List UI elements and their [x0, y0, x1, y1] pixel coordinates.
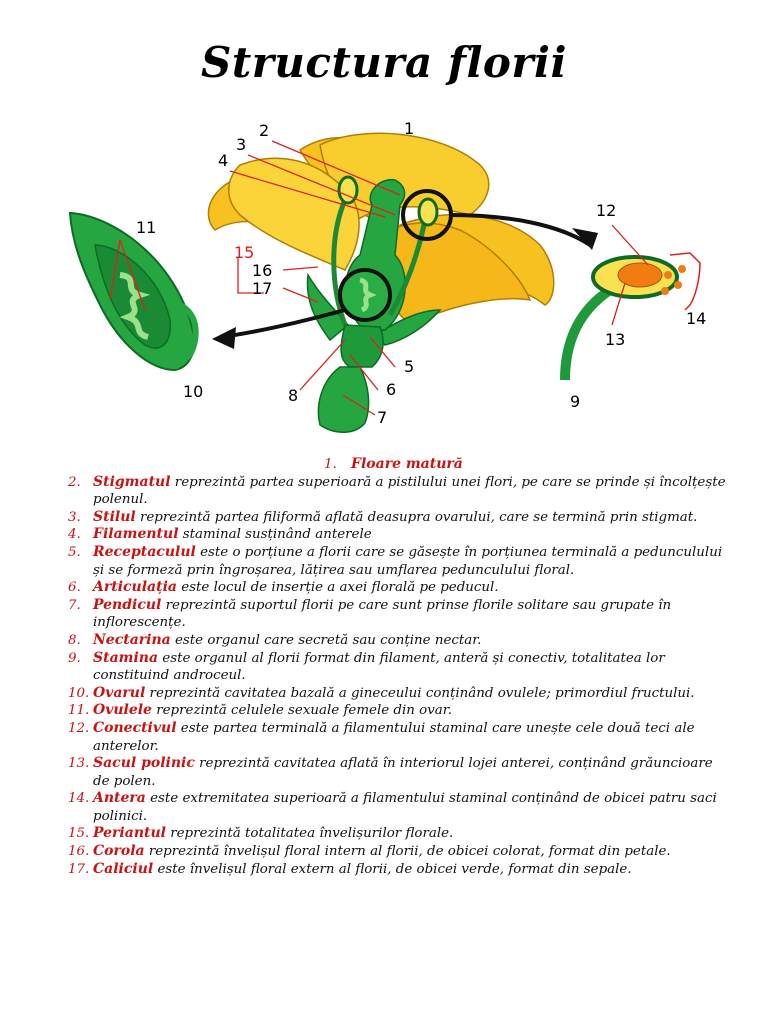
label-5: 5: [404, 357, 414, 376]
label-9: 9: [570, 392, 580, 411]
legend-number: 9.: [68, 650, 81, 668]
legend-item: 7. Pendicul reprezintă suportul florii p…: [68, 597, 728, 632]
label-7: 7: [377, 408, 387, 427]
legend-term: Stilul: [93, 509, 136, 525]
anther-left: [339, 177, 357, 203]
legend-number: 16.: [68, 843, 89, 861]
legend-term: Ovarul: [93, 685, 145, 701]
legend-item: 2. Stigmatul reprezintă partea superioar…: [68, 474, 728, 509]
legend-text: reprezintă totalitatea învelișurilor flo…: [166, 826, 453, 841]
legend-item: 17. Caliciul este învelișul floral exter…: [68, 861, 728, 879]
legend-text: este locul de inserție a axei florală pe…: [177, 580, 499, 595]
label-8: 8: [288, 386, 298, 405]
label-14: 14: [686, 309, 706, 328]
legend-text: este organul care secretă sau conține ne…: [171, 633, 482, 648]
legend-item: 16. Corola reprezintă învelișul floral i…: [68, 843, 728, 861]
pollen-grain: [678, 265, 686, 273]
label-12: 12: [596, 201, 616, 220]
legend-text: este învelișul floral extern al florii, …: [153, 862, 631, 877]
legend-number: 5.: [68, 544, 81, 562]
legend-number: 4.: [68, 526, 81, 544]
legend-item: 15. Periantul reprezintă totalitatea înv…: [68, 825, 728, 843]
legend-term: Filamentul: [93, 526, 179, 542]
label-16: 16: [252, 261, 272, 280]
legend-item: 14. Antera este extremitatea superioară …: [68, 790, 728, 825]
legend-term: Nectarina: [93, 632, 171, 648]
legend-term: Floare matură: [351, 456, 463, 472]
legend-text: este extremitatea superioară a filamentu…: [93, 791, 717, 824]
legend-term: Stamina: [93, 650, 158, 666]
legend-item: 11. Ovulele reprezintă celulele sexuale …: [68, 702, 728, 720]
legend-number: 14.: [68, 790, 89, 808]
pollen-grain: [674, 281, 682, 289]
legend-item: 5. Receptaculul este o porțiune a florii…: [68, 544, 728, 579]
legend-number: 3.: [68, 509, 81, 527]
legend-term: Corola: [93, 843, 145, 859]
flower-diagram: 1 2 3 4 5 6 7 8 9 10 11 12 13 14 15 16 1…: [0, 105, 768, 450]
legend-term: Conectivul: [93, 720, 177, 736]
label-4: 4: [218, 151, 228, 170]
label-10: 10: [183, 382, 203, 401]
legend-text: reprezintă cavitatea bazală a gineceului…: [145, 686, 694, 701]
legend-number: 15.: [68, 825, 89, 843]
legend-text: reprezintă învelișul floral intern al fl…: [145, 844, 671, 859]
label-2: 2: [259, 121, 269, 140]
legend-text: este organul al florii format din filame…: [93, 651, 665, 684]
legend-item: 10. Ovarul reprezintă cavitatea bazală a…: [68, 685, 728, 703]
label-13: 13: [605, 330, 625, 349]
legend-text: reprezintă partea filiformă aflată deasu…: [136, 510, 698, 525]
arrow-head-left: [212, 327, 236, 349]
legend-term: Antera: [93, 790, 146, 806]
pollen-grain: [664, 271, 672, 279]
label-3: 3: [236, 135, 246, 154]
legend-item: 8. Nectarina este organul care secretă s…: [68, 632, 728, 650]
legend-item: 13. Sacul polinic reprezintă cavitatea a…: [68, 755, 728, 790]
legend-number: 13.: [68, 755, 89, 773]
pollen-grain: [661, 287, 669, 295]
legend-term: Stigmatul: [93, 474, 171, 490]
label-1: 1: [404, 119, 414, 138]
legend-text: reprezintă celulele sexuale femele din o…: [152, 703, 452, 718]
legend-number: 12.: [68, 720, 89, 738]
legend-term: Sacul polinic: [93, 755, 195, 771]
legend-term: Ovulele: [93, 702, 152, 718]
legend-number: 1.: [324, 457, 337, 472]
stamen-detail-filament: [565, 290, 610, 380]
anther-right: [419, 199, 437, 225]
legend-item: 3. Stilul reprezintă partea filiformă af…: [68, 509, 728, 527]
legend-number: 11.: [68, 702, 89, 720]
legend-number: 8.: [68, 632, 81, 650]
legend-item: 12. Conectivul este partea terminală a f…: [68, 720, 728, 755]
page-title: Structura florii: [0, 38, 768, 87]
peduncle: [318, 367, 368, 432]
legend-text: reprezintă suportul florii pe care sunt …: [93, 598, 671, 631]
legend-text: este partea terminală a filamentului sta…: [93, 721, 695, 754]
legend-text: reprezintă partea superioară a pistilulu…: [93, 475, 726, 508]
legend-term: Caliciul: [93, 861, 153, 877]
label-17: 17: [252, 279, 272, 298]
legend-number: 2.: [68, 474, 81, 492]
legend-number: 10.: [68, 685, 89, 703]
legend-term: Articulația: [93, 579, 177, 595]
legend-item: 9. Stamina este organul al florii format…: [68, 650, 728, 685]
label-15: 15: [234, 243, 254, 262]
legend-item: 4. Filamentul staminal susținând anterel…: [68, 526, 728, 544]
legend-number: 6.: [68, 579, 81, 597]
legend-number: 7.: [68, 597, 81, 615]
legend-item: 6. Articulația este locul de inserție a …: [68, 579, 728, 597]
legend-item: 1. Floare matură: [68, 456, 728, 474]
legend-list: 1. Floare matură 2. Stigmatul reprezintă…: [68, 456, 728, 878]
label-6: 6: [386, 380, 396, 399]
legend-term: Periantul: [93, 825, 166, 841]
legend-term: Receptaculul: [93, 544, 196, 560]
legend-term: Pendicul: [93, 597, 161, 613]
legend-text: staminal susținând anterele: [179, 527, 372, 542]
label-11: 11: [136, 218, 156, 237]
legend-number: 17.: [68, 861, 89, 879]
ovary-magnifier: [340, 270, 390, 320]
